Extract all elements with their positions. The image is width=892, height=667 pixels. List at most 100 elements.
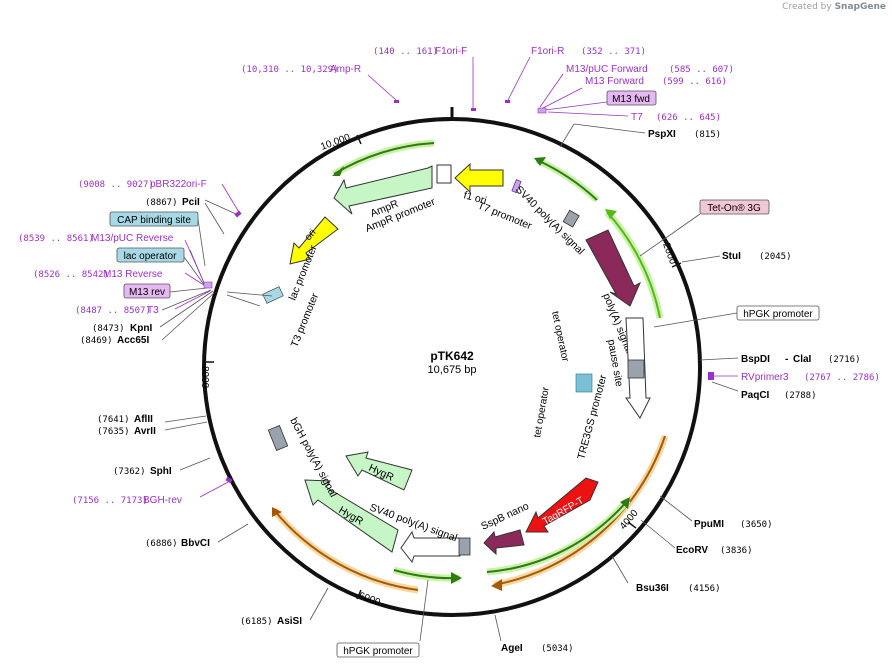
- rvprimer3-range: (2767 .. 2786): [804, 373, 880, 383]
- avrii-label: AvrII: [134, 426, 156, 437]
- tet-on-3g-box: [699, 199, 770, 215]
- svg-text:8000: 8000: [199, 366, 210, 389]
- green-arc-right: [486, 499, 629, 573]
- t3-range: (8487 .. 8507): [75, 306, 151, 316]
- f1ori-f-mark: [471, 108, 476, 111]
- m13-puc-forward-label: M13/pUC Forward: [566, 64, 648, 75]
- bbvci-pos: (6886): [145, 539, 178, 549]
- ecorv-label: EcoRV: [676, 545, 708, 556]
- tet-on-arc-head: [605, 209, 617, 219]
- acc65i-label: Acc65I: [117, 335, 149, 346]
- t7-promoter-mark: [511, 179, 522, 194]
- plasmid-length: 10,675 bp: [428, 364, 477, 376]
- avrii-pos: (7635): [97, 427, 130, 437]
- sphi-label: SphI: [150, 466, 172, 477]
- asisi-pos: (6185): [240, 617, 273, 627]
- bspdi-clai-pos: (2716): [828, 355, 861, 365]
- t7-promoter-label: T7 promoter: [476, 200, 534, 233]
- bspdi-label: BspDI: [741, 354, 770, 365]
- m13-rev-mark: [203, 281, 213, 289]
- m13-fwd-box: [606, 90, 657, 106]
- hpgk-promoter-right-box: [736, 305, 820, 321]
- sv40-polya-bottom-box: [458, 537, 471, 556]
- orange-arc-right-head: [491, 579, 502, 591]
- m13-rev-label: M13 rev: [129, 287, 165, 298]
- svg-text:6000: 6000: [357, 590, 382, 608]
- acc65i-pos: (8469): [80, 336, 113, 346]
- m13-reverse-label: M13 Reverse: [103, 269, 163, 280]
- pbr322ori-f-label: pBR322ori-F: [150, 179, 207, 190]
- stui-label: StuI: [722, 251, 741, 262]
- hpgk-promoter-right-label: hPGK promoter: [743, 309, 813, 320]
- aflii-label: AflII: [134, 414, 153, 425]
- ppumi-label: PpuMI: [694, 519, 724, 530]
- agei-label: AgeI: [501, 643, 523, 654]
- ori-arrow: [289, 216, 339, 265]
- ampr-arrow: [333, 165, 433, 215]
- tet-operator-label-2: tet operator: [532, 386, 552, 439]
- tet-on-3g-label: Tet-On® 3G: [707, 203, 761, 214]
- paqci-pos: (2788): [784, 391, 817, 401]
- bsu36i-label: Bsu36I: [636, 583, 669, 594]
- hygr-arrow-2: [304, 479, 399, 553]
- agei-pos: (5034): [541, 644, 574, 654]
- scale-tick-6000: 6000: [356, 589, 382, 609]
- lac-operator-box: [116, 247, 185, 263]
- orange-arc-left-head: [272, 507, 282, 517]
- pbr322ori-f-range: (9008 .. 9027): [78, 180, 154, 190]
- ampr-promoter-box: [436, 164, 452, 184]
- m13-reverse-range: (8526 .. 8542): [33, 270, 109, 280]
- left-primer-leaders: [174, 183, 241, 498]
- m13-puc-reverse-label: M13/pUC Reverse: [91, 233, 174, 244]
- arc-top-right-bg: [535, 156, 600, 203]
- kpni-pos: (8473): [92, 324, 125, 334]
- stui-pos: (2045): [759, 252, 792, 262]
- m13-puc-forward-range: (585 .. 607): [669, 65, 734, 75]
- green-arc-right-head: [620, 497, 630, 509]
- pcii-label: PciI: [182, 197, 200, 208]
- bgh-polya-box: [267, 425, 289, 451]
- ori-label: ori: [303, 227, 319, 243]
- t7-label: T7: [631, 112, 643, 123]
- clai-label: ClaI: [793, 354, 812, 365]
- brand-created-by: Created by: [782, 2, 832, 12]
- bbvci-label: BbvCI: [181, 538, 210, 549]
- hygr-arrow-1: [345, 451, 413, 491]
- scale-tick-8000: 8000: [199, 361, 214, 389]
- aflii-pos: (7641): [97, 415, 130, 425]
- f1ori-r-mark: [505, 100, 510, 103]
- m13-rev-box: [123, 283, 171, 299]
- lac-operator-mark: [262, 286, 284, 304]
- top-leaders: [367, 56, 629, 117]
- m13-fwd-mark: [537, 107, 547, 114]
- f1-ori-arrow: [454, 162, 504, 194]
- amp-r-mark: [394, 100, 399, 103]
- arc-top-left-bg: [332, 139, 435, 178]
- tet-operator-box: [575, 373, 593, 393]
- arc-top-left-head: [332, 166, 344, 176]
- bgh-rev-label: BGH-rev: [143, 495, 182, 506]
- bsu36i-pos: (4156): [688, 584, 721, 594]
- amp-r-range: (10,310 .. 10,329): [241, 65, 339, 75]
- brand-name: SnapGene: [834, 2, 886, 12]
- m13-fwd-label: M13 fwd: [612, 94, 650, 105]
- f1ori-f-label: F1ori-F: [435, 46, 467, 57]
- bgh-rev-range: (7156 .. 7173): [72, 496, 148, 506]
- rvprimer3-mark: [708, 372, 714, 380]
- svg-text:2000: 2000: [660, 241, 678, 266]
- amp-r-label: Amp-R: [330, 64, 361, 75]
- f1-ori-label: f1 ori: [462, 189, 488, 207]
- tet-operator-label-1: tet operator: [549, 310, 571, 363]
- orange-arc-left: [273, 509, 419, 591]
- pbr322ori-f-mark: [234, 210, 242, 218]
- t7-range: (626 .. 645): [656, 113, 721, 123]
- clai-dash: -: [785, 354, 788, 365]
- cap-binding-site-label: CAP binding site: [117, 215, 191, 226]
- pspxi-label: PspXI: [648, 129, 676, 140]
- bgh-rev-mark: [225, 476, 233, 484]
- m13-puc-reverse-range: (8539 .. 8561): [18, 234, 94, 244]
- m13-forward-range: (599 .. 616): [662, 77, 727, 87]
- sspb-nano-label: SspB nano: [479, 500, 531, 533]
- t3-label: T3: [147, 305, 159, 316]
